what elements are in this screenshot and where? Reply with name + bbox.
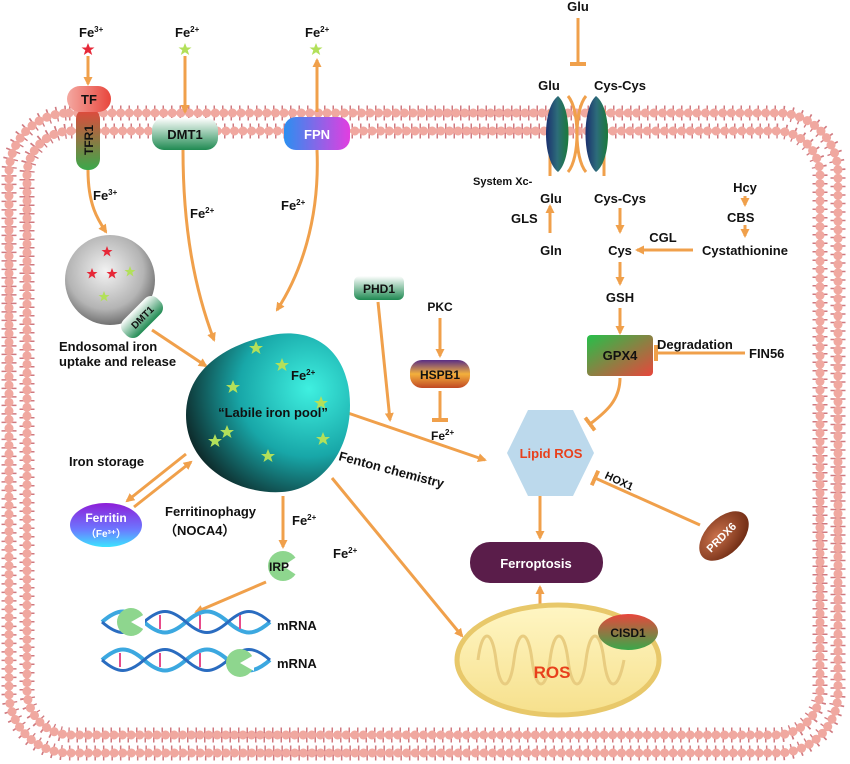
dmt1-transporter: DMT1: [152, 118, 218, 150]
degradation-label: Degradation: [657, 337, 733, 352]
svg-text:Fe2+: Fe2+: [175, 25, 200, 40]
gpx4-enzyme: GPX4: [587, 335, 653, 376]
gls-label: GLS: [511, 211, 538, 226]
ferritinophagy-label: Ferritinophagy: [165, 504, 257, 519]
mrna-strand-2: [100, 647, 272, 677]
irp-protein: IRP: [268, 551, 298, 581]
fe3-star-icon: [81, 43, 95, 55]
svg-text:Fe2+: Fe2+: [190, 206, 215, 221]
hspb1-fe2: Fe2+: [431, 428, 454, 443]
hspb1-protein: HSPB1: [410, 360, 470, 388]
pkc-label: PKC: [427, 300, 453, 314]
gln-label: Gln: [540, 243, 562, 258]
svg-text:（Fe³⁺）: （Fe³⁺）: [86, 527, 126, 540]
fe2-top-fpn: Fe2+: [305, 25, 330, 40]
svg-text:Ferroptosis: Ferroptosis: [500, 556, 572, 571]
fe2-inner-left: Fe2+: [190, 206, 215, 221]
endosomal-label-2: uptake and release: [59, 354, 176, 369]
prdx6-protein: PRDX6: [699, 511, 749, 561]
svg-text:Fe2+: Fe2+: [281, 198, 306, 213]
gsh-label: GSH: [606, 290, 634, 305]
fenton-label: Fenton chemistry: [337, 448, 446, 491]
svg-text:TF: TF: [81, 92, 97, 107]
svg-text:TFR1: TFR1: [82, 125, 96, 155]
svg-text:HSPB1: HSPB1: [420, 368, 460, 382]
svg-text:Fe3+: Fe3+: [79, 25, 104, 40]
fe2-inner-right: Fe2+: [281, 198, 306, 213]
svg-text:FPN: FPN: [304, 127, 330, 142]
fe2-top-dmt: Fe2+: [175, 25, 200, 40]
svg-text:Fe2+: Fe2+: [431, 428, 454, 443]
svg-text:Ferritin: Ferritin: [85, 511, 126, 525]
xc-glu-in: Glu: [540, 191, 562, 206]
tf-transferrin: TF: [67, 86, 111, 112]
svg-text:PHD1: PHD1: [363, 282, 395, 296]
cbs-label: CBS: [727, 210, 755, 225]
svg-text:Fe2+: Fe2+: [305, 25, 330, 40]
phd1-protein: PHD1: [354, 276, 404, 300]
tfr1-receptor: TFR1: [76, 108, 100, 170]
svg-text:Fe3+: Fe3+: [93, 188, 118, 203]
fe2-irp: Fe2+: [292, 513, 317, 528]
system-xc-label: System Xc-: [473, 176, 533, 188]
xc-cys-out: Cys-Cys: [594, 78, 646, 93]
cystathionine-label: Cystathionine: [702, 243, 788, 258]
cell-membrane: [1, 105, 846, 761]
cgl-label: CGL: [649, 230, 677, 245]
svg-text:GPX4: GPX4: [603, 348, 638, 363]
system-xc-transporter: [546, 95, 608, 173]
mrna-strand-1: [100, 608, 272, 636]
fe2-star-icon: [178, 43, 192, 55]
svg-text:IRP: IRP: [269, 560, 289, 574]
xc-cys-in: Cys-Cys: [594, 191, 646, 206]
labile-iron-pool: Fe2+ “Labile iron pool”: [186, 333, 350, 493]
glu-top: Glu: [567, 0, 589, 14]
cisd1-protein: CISD1: [598, 614, 658, 650]
pathway-arrows: [83, 18, 750, 673]
noca4-label: （NOCA4）: [164, 523, 236, 538]
svg-text:ROS: ROS: [534, 663, 571, 682]
fin56-label: FIN56: [749, 346, 784, 361]
svg-text:DMT1: DMT1: [167, 127, 202, 142]
mrna-label-2: mRNA: [277, 656, 317, 671]
mrna-label-1: mRNA: [277, 618, 317, 633]
hcy-label: Hcy: [733, 180, 758, 195]
endosome: DMT1: [65, 235, 164, 339]
svg-text:“Labile iron pool”: “Labile iron pool”: [218, 405, 328, 420]
fpn-transporter: FPN: [284, 117, 350, 150]
lipid-ros: Lipid ROS: [507, 410, 594, 496]
svg-text:Fe2+: Fe2+: [292, 513, 317, 528]
ferritin: Ferritin （Fe³⁺）: [70, 503, 142, 547]
ferroptosis: Ferroptosis: [470, 542, 603, 583]
xc-glu-out: Glu: [538, 78, 560, 93]
svg-text:Fe2+: Fe2+: [333, 546, 358, 561]
fe3-top: Fe3+: [79, 25, 104, 40]
fe2-star-icon: [309, 43, 323, 55]
svg-text:Lipid ROS: Lipid ROS: [520, 446, 583, 461]
iron-storage-label: Iron storage: [69, 454, 144, 469]
fe2-mito: Fe2+: [333, 546, 358, 561]
endosomal-label-1: Endosomal iron: [59, 339, 157, 354]
svg-text:CISD1: CISD1: [610, 626, 646, 640]
fe3-inner: Fe3+: [93, 188, 118, 203]
svg-text:Fe2+: Fe2+: [291, 368, 316, 383]
cys-label: Cys: [608, 243, 632, 258]
